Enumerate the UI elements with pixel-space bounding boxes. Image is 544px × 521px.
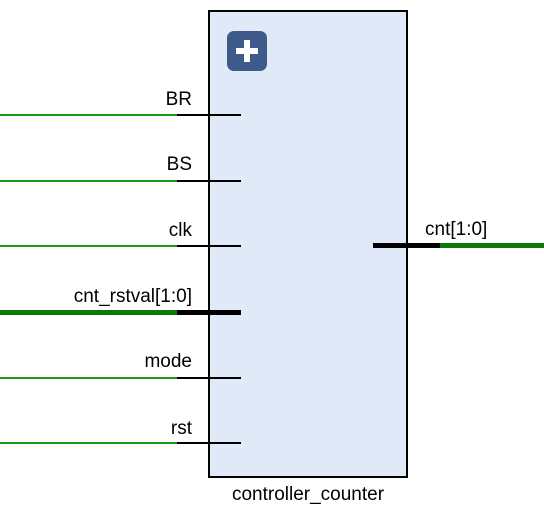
plus-icon-vertical xyxy=(244,40,250,62)
net-cnt[interactable] xyxy=(440,243,544,248)
pin-mode[interactable] xyxy=(177,377,241,379)
pin-br[interactable] xyxy=(177,114,241,116)
port-label-br: BR xyxy=(165,89,192,110)
net-br[interactable] xyxy=(0,114,177,116)
pin-cnt[interactable] xyxy=(373,243,440,248)
port-label-cnt-rstval: cnt_rstval[1:0] xyxy=(73,286,192,307)
block-name: controller_counter xyxy=(231,484,385,505)
net-clk[interactable] xyxy=(0,245,177,247)
pin-rst[interactable] xyxy=(177,442,241,444)
pin-clk[interactable] xyxy=(177,245,241,247)
pin-cnt-rstval[interactable] xyxy=(177,310,241,315)
net-mode[interactable] xyxy=(0,377,177,379)
net-rst[interactable] xyxy=(0,442,177,444)
port-label-mode: mode xyxy=(144,351,192,372)
net-bs[interactable] xyxy=(0,180,177,182)
net-cnt-rstval[interactable] xyxy=(0,310,177,315)
plus-icon[interactable] xyxy=(227,31,267,71)
port-label-cnt: cnt[1:0] xyxy=(425,219,488,240)
pin-bs[interactable] xyxy=(177,180,241,182)
port-label-clk: clk xyxy=(168,220,192,241)
port-label-bs: BS xyxy=(166,154,192,175)
port-label-rst: rst xyxy=(170,418,192,439)
